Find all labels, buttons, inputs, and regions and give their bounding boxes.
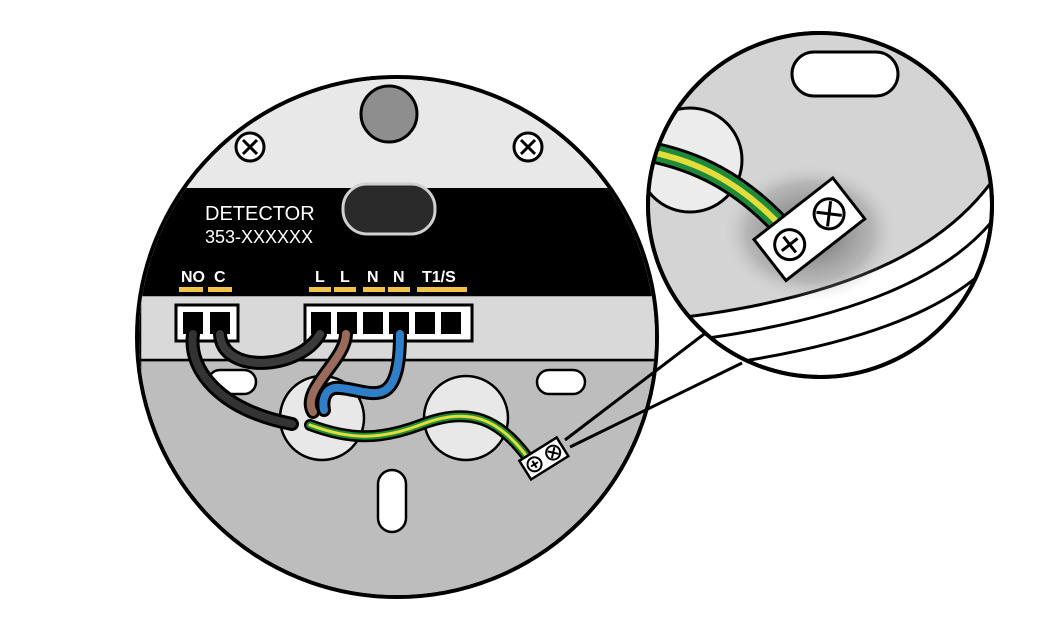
detector-model: 353-XXXXXX	[205, 227, 313, 247]
detector-title: DETECTOR	[205, 203, 315, 225]
zoom-detail	[646, 31, 994, 379]
earth-terminal-block-icon	[751, 175, 867, 283]
terminal-label-c: C	[214, 269, 226, 286]
terminal-block-left	[174, 303, 240, 343]
zoom-callout-lines	[564, 326, 743, 449]
terminal-block-right	[303, 303, 474, 343]
terminal-label-l2: L	[340, 269, 350, 286]
terminal-label-n1: N	[367, 269, 379, 286]
earth-terminal-block-icon	[517, 435, 571, 482]
screw-icon	[234, 131, 266, 163]
top-knob	[359, 84, 419, 144]
screw-icon	[512, 131, 544, 163]
terminal-label-no: NO	[181, 269, 205, 286]
terminal-label-t1s: T1/S	[422, 269, 456, 286]
terminal-label-l1: L	[315, 269, 325, 286]
terminal-labels: NO C L L N N T1/S	[179, 269, 467, 292]
terminal-label-n2: N	[393, 269, 405, 286]
wires	[185, 327, 534, 464]
label-slot	[341, 182, 437, 236]
